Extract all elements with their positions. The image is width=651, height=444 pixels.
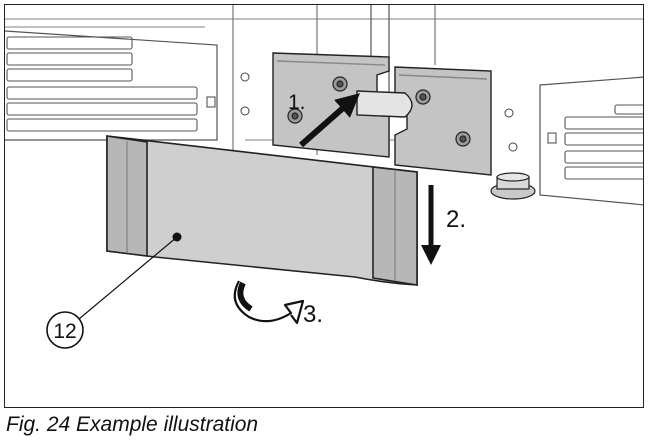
callout-number: 12 [53,320,76,343]
illustration-frame: 1. 2. 3. 12 [4,4,644,408]
callout-bubble [46,311,84,349]
step-2-label: 2. [446,206,466,233]
rotate-arrow-icon [233,280,305,325]
push-arrow-icon [299,93,361,148]
cabinet-screw-holes [240,72,518,152]
adjustable-foot [490,172,536,200]
callout-leader-line [78,236,178,320]
step-3-label: 3. [303,301,323,328]
hinge-bracket [272,52,492,176]
left-vent-grille [6,36,216,132]
appliance-illustration: 1. 2. 3. 12 [5,5,643,349]
bracket-screws [287,76,471,147]
cover-panel [106,135,418,286]
right-vent-grille [547,104,643,180]
figure-caption: Fig. 24 Example illustration [6,413,259,436]
step-1-label: 1. [288,91,306,114]
